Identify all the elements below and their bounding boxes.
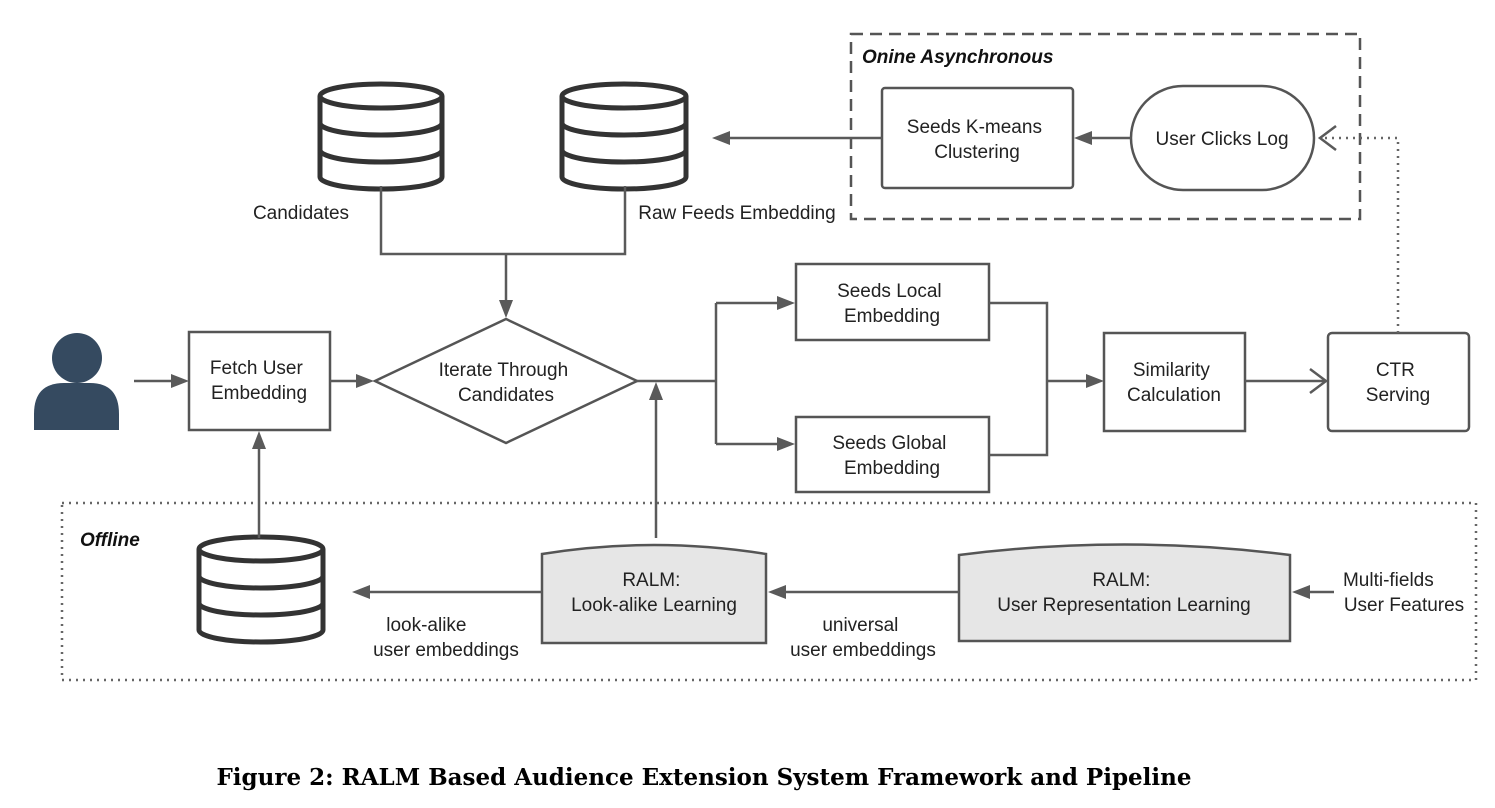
online-async-group <box>849 32 1362 221</box>
edge-lookalike-to-db-arrowhead <box>352 585 370 599</box>
iterate-candidates-diamond <box>372 317 640 445</box>
edge-to-seeds-global-arrowhead <box>777 437 795 451</box>
edge-ctr-to-clicks <box>1322 136 1400 333</box>
edge-similarity-to-ctr-arrowhead <box>1309 368 1329 394</box>
offline-group-label: Offline <box>80 530 140 551</box>
seeds-kmeans-box <box>880 86 1075 190</box>
figure-caption: Figure 2: RALM Based Audience Extension … <box>216 764 1191 791</box>
offline-group <box>60 501 1478 682</box>
raw-feeds-database-icon <box>559 81 689 192</box>
edge-fetch-to-iterate-arrowhead <box>356 374 374 388</box>
edge-to-seeds-local-arrowhead <box>777 296 795 310</box>
ctr-serving-label: CTR Serving <box>1366 360 1430 406</box>
edge-db-to-fetch-arrowhead <box>252 431 266 449</box>
lookalike-embeddings-label: look-alike user embeddings <box>373 615 519 661</box>
seeds-global-embedding-box <box>794 415 991 494</box>
iterate-candidates-label: Iterate Through Candidates <box>439 360 574 406</box>
edge-features-to-userrepr-arrowhead <box>1292 585 1310 599</box>
fetch-user-embedding-box <box>187 330 332 432</box>
edge-kmeans-to-feeds-arrowhead <box>712 131 730 145</box>
ralm-user-representation-label: RALM: User Representation Learning <box>997 570 1251 616</box>
user-icon <box>34 333 119 430</box>
seeds-kmeans-label: Seeds K-means Clustering <box>907 117 1047 163</box>
candidates-database-icon <box>317 81 445 192</box>
fetch-user-embedding-label: Fetch User Embedding <box>210 358 308 404</box>
universal-embeddings-label: universal user embeddings <box>790 615 936 661</box>
raw-feeds-label: Raw Feeds Embedding <box>638 203 836 224</box>
edge-seeds-to-similarity <box>989 301 1088 457</box>
edge-clicks-to-kmeans-arrowhead <box>1074 131 1092 145</box>
edge-dbs-to-iterate-arrowhead <box>499 300 513 318</box>
edge-ctr-to-clicks-arrowhead <box>1317 125 1337 151</box>
edge-lookalike-to-iterate-arrowhead <box>649 382 663 400</box>
connectors <box>134 125 1400 599</box>
similarity-calculation-box <box>1102 331 1247 433</box>
multi-fields-features-label: Multi-fields User Features <box>1343 570 1464 616</box>
ralm-lookalike-label: RALM: Look-alike Learning <box>571 570 737 616</box>
edge-userrepr-to-lookalike-arrowhead <box>768 585 786 599</box>
candidates-label: Candidates <box>253 203 349 224</box>
seeds-local-embedding-box <box>794 262 991 342</box>
ctr-serving-box <box>1326 331 1471 433</box>
edge-seeds-to-similarity-arrowhead <box>1086 374 1104 388</box>
seeds-local-embedding-label: Seeds Local Embedding <box>837 281 947 327</box>
online-async-group-label: Onine Asynchronous <box>862 47 1053 68</box>
seeds-global-embedding-label: Seeds Global Embedding <box>832 433 951 479</box>
edge-dbs-to-iterate <box>379 186 627 302</box>
ralm-user-representation-box <box>957 543 1292 643</box>
offline-database-icon <box>196 534 326 645</box>
edge-user-to-fetch-arrowhead <box>171 374 189 388</box>
similarity-calculation-label: Similarity Calculation <box>1127 360 1221 406</box>
edge-iterate-to-seeds <box>637 301 779 446</box>
user-clicks-log-label: User Clicks Log <box>1155 129 1288 150</box>
ralm-lookalike-box <box>540 543 768 645</box>
